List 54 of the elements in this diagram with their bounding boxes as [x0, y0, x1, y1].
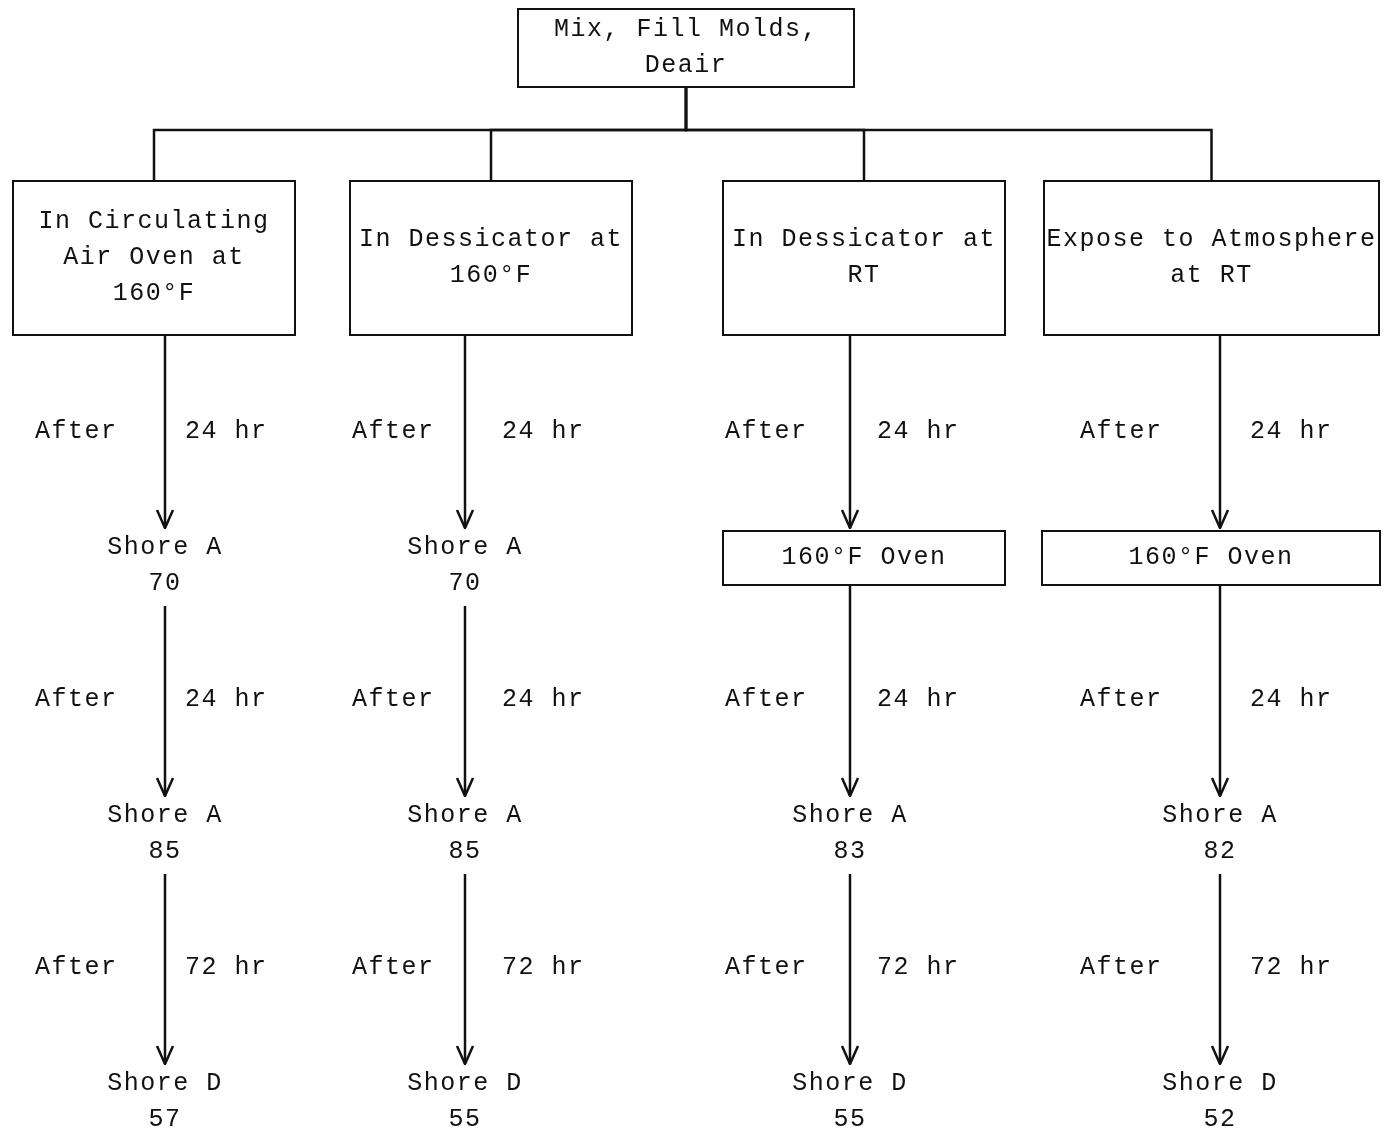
result-text: Shore D 55 — [385, 1066, 545, 1138]
duration-text: 24 hr — [185, 684, 268, 716]
arrow — [155, 606, 175, 798]
duration-text: 24 hr — [1250, 416, 1333, 448]
arrow — [1210, 336, 1230, 530]
duration-text: After — [35, 952, 118, 984]
process-box: 160°F Oven — [1041, 530, 1381, 586]
duration-text: 24 hr — [1250, 684, 1333, 716]
connector-line — [684, 88, 1213, 180]
process-box: In Dessicator at RT — [722, 180, 1006, 336]
arrow — [155, 336, 175, 530]
process-box: 160°F Oven — [722, 530, 1006, 586]
result-text: Shore A 85 — [85, 798, 245, 870]
duration-text: 24 hr — [877, 684, 960, 716]
result-text: Shore A 85 — [385, 798, 545, 870]
arrow — [1210, 874, 1230, 1066]
arrow — [840, 586, 860, 798]
result-text: Shore D 57 — [85, 1066, 245, 1138]
duration-text: After — [1080, 416, 1163, 448]
result-text: Shore A 70 — [85, 530, 245, 602]
result-text: Shore A 82 — [1140, 798, 1300, 870]
process-box: Mix, Fill Molds, Deair — [517, 8, 855, 88]
duration-text: 72 hr — [502, 952, 585, 984]
duration-text: 24 hr — [185, 416, 268, 448]
arrow — [455, 874, 475, 1066]
duration-text: 72 hr — [877, 952, 960, 984]
result-text: Shore A 70 — [385, 530, 545, 602]
duration-text: After — [725, 684, 808, 716]
duration-text: After — [1080, 684, 1163, 716]
arrow — [455, 336, 475, 530]
arrow — [1210, 586, 1230, 798]
duration-text: 24 hr — [502, 684, 585, 716]
duration-text: 24 hr — [502, 416, 585, 448]
duration-text: 72 hr — [1250, 952, 1333, 984]
duration-text: After — [725, 952, 808, 984]
duration-text: 24 hr — [877, 416, 960, 448]
arrow — [840, 336, 860, 530]
arrow — [455, 606, 475, 798]
result-text: Shore A 83 — [770, 798, 930, 870]
process-box: In Dessicator at 160°F — [349, 180, 633, 336]
duration-text: After — [1080, 952, 1163, 984]
duration-text: After — [35, 684, 118, 716]
process-box: In Circulating Air Oven at 160°F — [12, 180, 296, 336]
duration-text: After — [352, 684, 435, 716]
duration-text: After — [725, 416, 808, 448]
arrow — [840, 874, 860, 1066]
result-text: Shore D 52 — [1140, 1066, 1300, 1138]
arrow — [155, 874, 175, 1066]
duration-text: After — [352, 416, 435, 448]
result-text: Shore D 55 — [770, 1066, 930, 1138]
duration-text: 72 hr — [185, 952, 268, 984]
duration-text: After — [352, 952, 435, 984]
duration-text: After — [35, 416, 118, 448]
process-box: Expose to Atmosphere at RT — [1043, 180, 1380, 336]
